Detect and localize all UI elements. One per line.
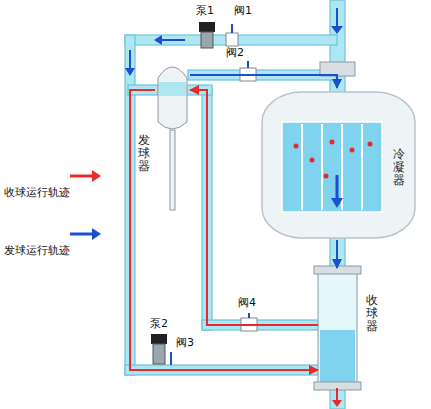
valve-label: 阀2 [226,46,244,59]
legend-text: 发球运行轨迹 [4,244,70,257]
flow-connector [336,240,338,268]
valve-label: 阀1 [234,4,252,17]
pump-2-symbol [151,334,167,364]
valve-label: 阀4 [238,296,256,309]
vessel-name: 冷凝器 [393,148,405,188]
launcher-vessel [158,67,187,210]
valve-2-symbol [240,61,256,81]
vessel-name: 收球器 [366,294,378,334]
legend-arrow-blue [70,228,101,240]
condenser-vessel [262,92,415,238]
valve-4-symbol [241,313,257,331]
flow-connector [190,90,318,325]
legend-text: 收球运行轨迹 [4,186,70,199]
flow-connector [190,75,337,88]
collector-vessel [314,266,361,407]
flow-connector [130,90,318,370]
valve-3-symbol [171,352,172,365]
condenser-node: 冷凝器 [262,88,415,240]
valve-1-symbol [226,24,238,46]
flange [320,62,355,76]
legend-arrow-red [70,170,101,182]
collector-node: 收球器 [318,268,382,390]
launcher-node: 发球器 [155,60,190,130]
pump-label: 泵2 [150,317,168,330]
pump-1-symbol [199,22,215,48]
valve-label: 阀3 [176,336,194,349]
vessel-name: 发球器 [138,134,150,174]
pump-label: 泵1 [196,4,214,17]
